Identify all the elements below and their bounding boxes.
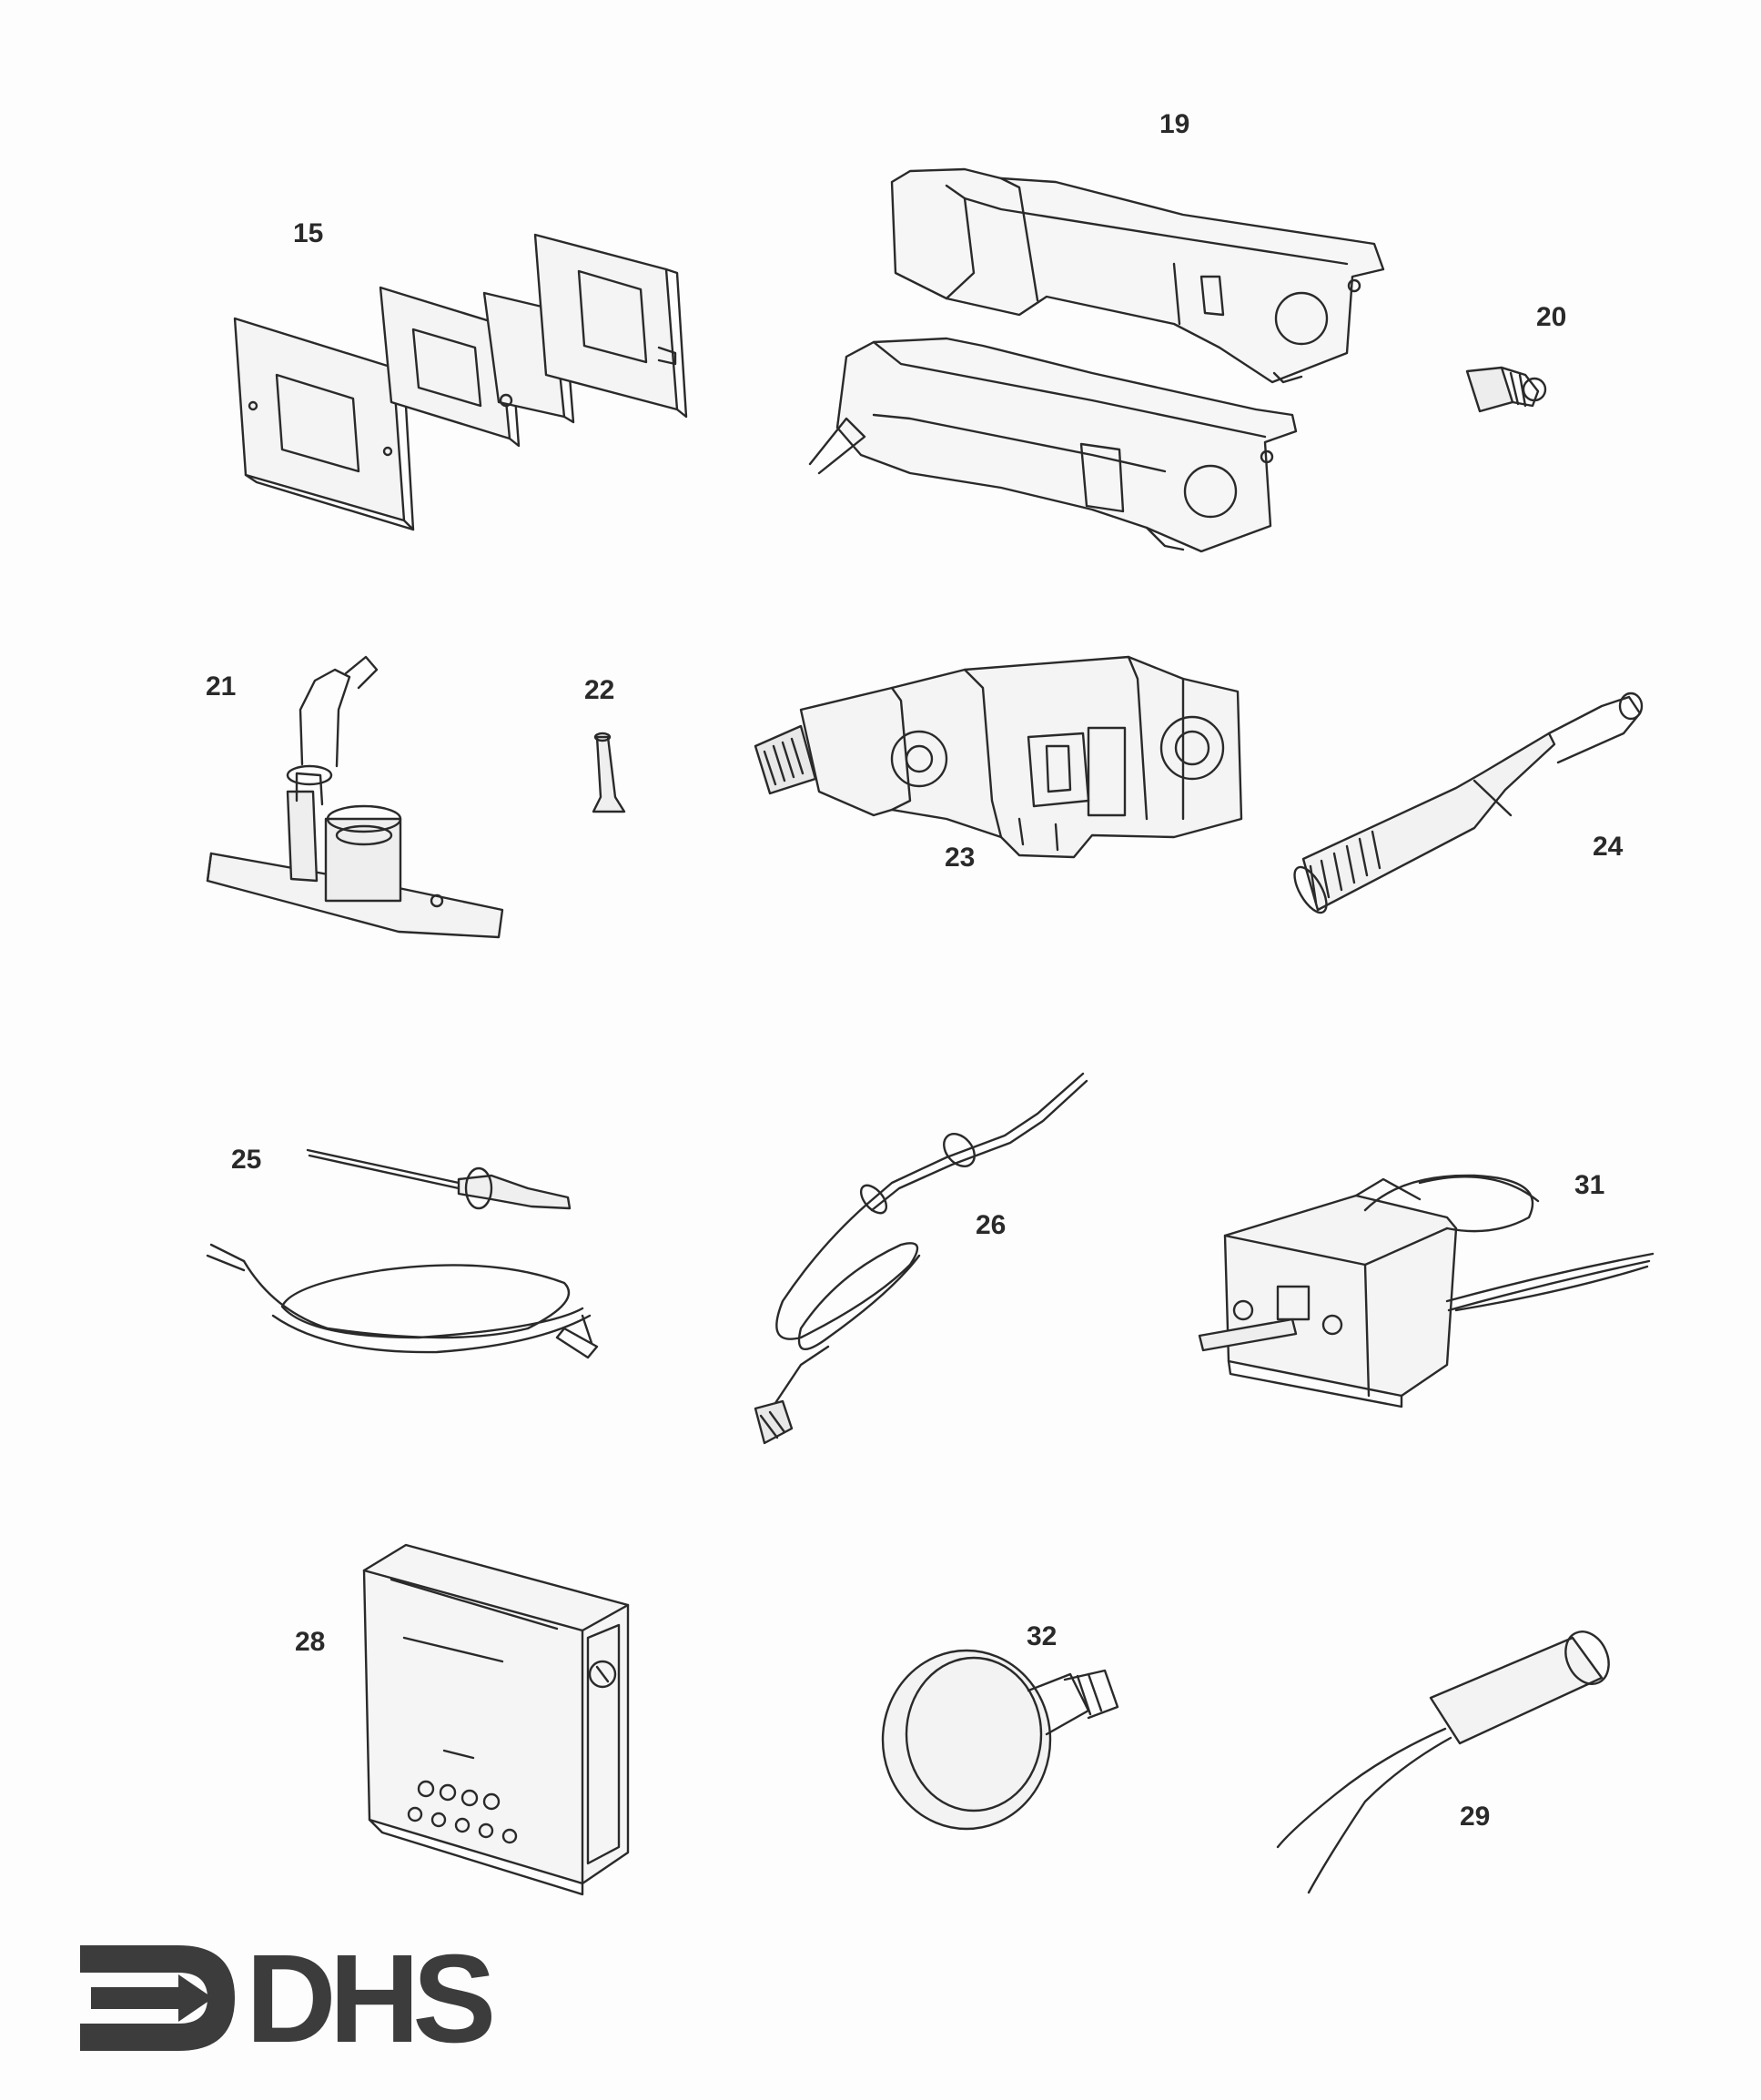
callout-32: 32 [1027,1621,1058,1651]
part-23-gas-valve [754,655,1243,859]
part-20-injector [1465,366,1547,413]
part-21-pilot-assembly [206,655,504,939]
callout-26: 26 [976,1210,1007,1240]
part-25-thermocouple [206,1148,599,1359]
dhs-logo-text: DHS [246,1929,496,2069]
dhs-logo-mark [80,1945,235,2051]
callout-29: 29 [1460,1802,1491,1832]
part-32-control-knob [881,1649,1119,1831]
callout-24: 24 [1593,832,1624,862]
part-24-electrode [1293,692,1644,914]
part-15-sight-glass-assembly [233,233,688,531]
part-26-thermocouple-lead [754,1072,1088,1445]
part-22-nozzle [592,732,626,813]
callout-21: 21 [206,671,237,702]
callout-31: 31 [1574,1170,1605,1200]
part-28-control-box [362,1543,630,1896]
callout-19: 19 [1159,109,1190,139]
callout-28: 28 [295,1627,326,1657]
callout-23: 23 [945,843,976,873]
callout-15: 15 [293,218,324,248]
part-29-ignition-component [1276,1631,1610,1894]
part-19-burner-assembly [808,167,1385,553]
callout-22: 22 [584,675,615,705]
part-31-thermostat [1198,1174,1655,1408]
callout-25: 25 [231,1145,262,1175]
callout-20: 20 [1536,302,1567,332]
